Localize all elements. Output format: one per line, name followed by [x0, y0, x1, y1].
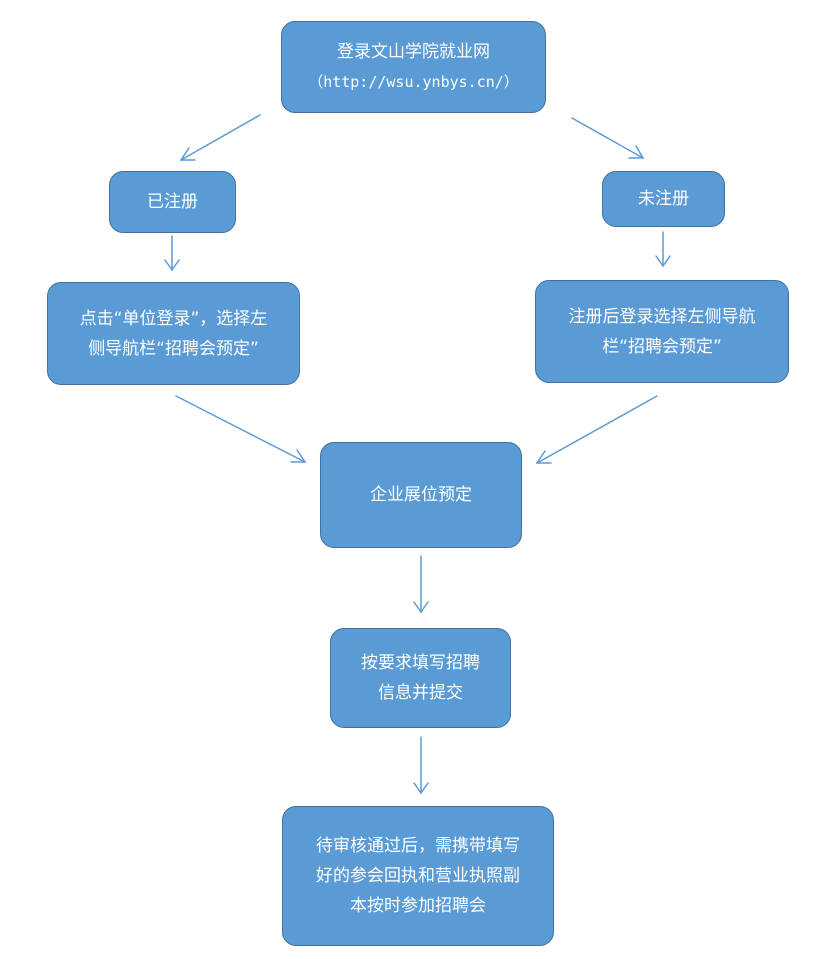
node-booth-label: 企业展位预定	[370, 485, 472, 505]
node-unregistered-step: 注册后登录选择左侧导航 栏“招聘会预定”	[535, 280, 789, 383]
node-fill-info-line2: 信息并提交	[378, 683, 463, 703]
node-review-line1: 待审核通过后，需携带填写	[316, 836, 520, 856]
node-registered-step-line2: 侧导航栏“招聘会预定”	[88, 338, 259, 359]
node-login-title: 登录文山学院就业网	[337, 42, 490, 62]
node-registered-label: 已注册	[147, 192, 198, 212]
node-booth: 企业展位预定	[320, 442, 522, 548]
node-fill-info-line1: 按要求填写招聘	[361, 653, 480, 673]
node-unregistered-label: 未注册	[638, 189, 689, 209]
arrow-booth-to-fill	[413, 555, 429, 614]
node-unregistered-step-line1: 注册后登录选择左侧导航	[568, 306, 756, 327]
node-registered: 已注册	[109, 171, 236, 233]
arrow-fill-to-review	[413, 736, 429, 795]
node-registered-step: 点击“单位登录”，选择左 侧导航栏“招聘会预定”	[47, 282, 300, 385]
node-login: 登录文山学院就业网 （http://wsu.ynbys.cn/）	[281, 21, 546, 113]
node-review: 待审核通过后，需携带填写 好的参会回执和营业执照副 本按时参加招聘会	[282, 806, 554, 946]
node-unregistered: 未注册	[602, 171, 725, 227]
arrow-login-to-registered	[179, 114, 261, 161]
node-login-url: （http://wsu.ynbys.cn/）	[308, 73, 519, 91]
arrow-unregistered-to-step	[655, 231, 671, 268]
arrow-login-to-unregistered	[571, 117, 645, 159]
arrow-registered-to-step	[164, 235, 180, 272]
node-unregistered-step-line2: 栏“招聘会预定”	[602, 336, 722, 357]
node-review-line3: 本按时参加招聘会	[350, 896, 486, 916]
arrow-registered-step-to-booth	[175, 395, 307, 463]
arrow-unregistered-step-to-booth	[535, 395, 658, 464]
node-registered-step-line1: 点击“单位登录”，选择左	[79, 308, 268, 329]
node-review-line2: 好的参会回执和营业执照副	[316, 866, 520, 886]
node-fill-info: 按要求填写招聘 信息并提交	[330, 628, 511, 728]
